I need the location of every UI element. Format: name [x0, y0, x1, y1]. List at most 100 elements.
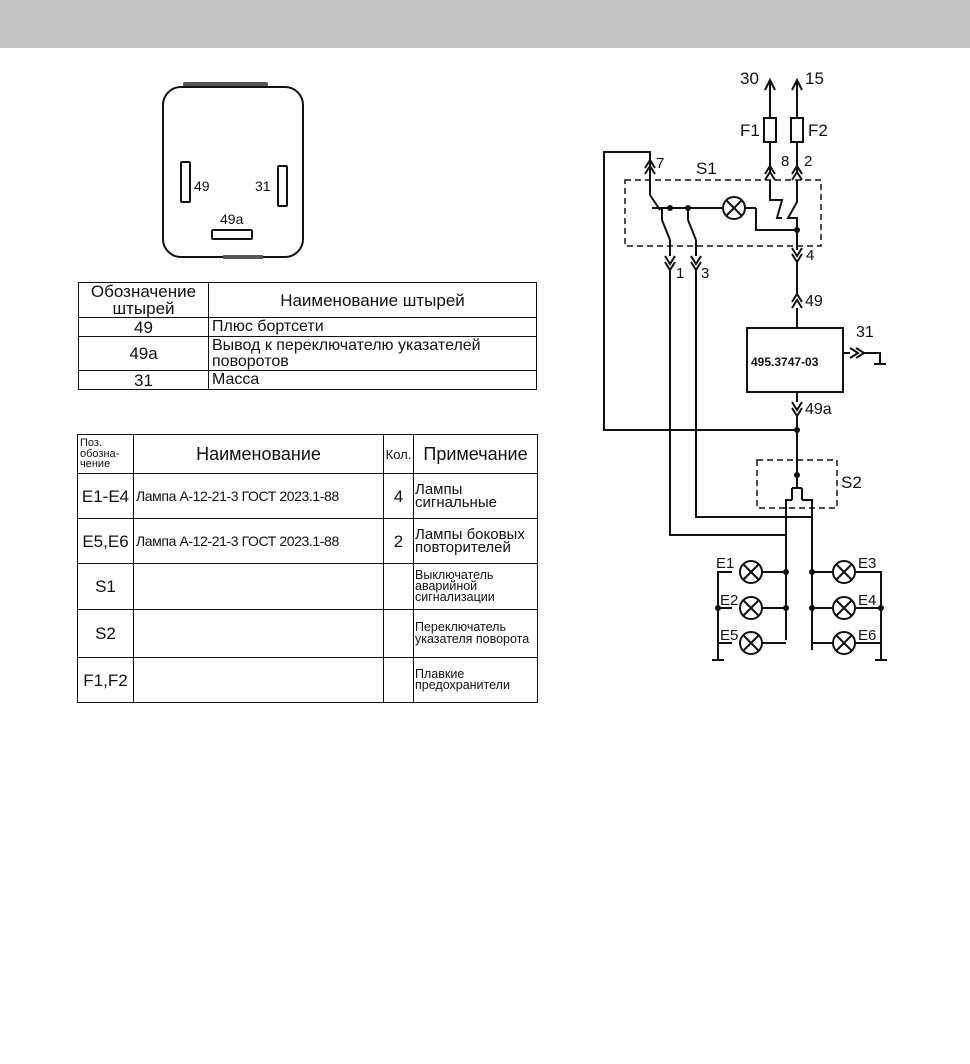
relay-connector-view: 49 31 49a [162, 82, 304, 259]
connector-3 [690, 255, 702, 272]
lamp-e3-icon [832, 560, 856, 584]
fuse-f2-label: F2 [808, 121, 828, 140]
table-row: 49а Вывод к переключателю указателей пов… [78, 336, 537, 371]
s1-pin2-path [786, 180, 798, 250]
part-qty-cell [383, 657, 414, 703]
part-note-cell: Плавкие предохранители [413, 657, 538, 703]
connector-8 [764, 164, 776, 181]
lamp-e5-icon [739, 631, 763, 655]
pin-name-cell: Масса [208, 370, 537, 390]
part-qty-cell [383, 609, 414, 658]
wire-pin7-loop [603, 151, 797, 431]
connector-2 [791, 164, 803, 181]
wire-pin3 [695, 270, 812, 518]
part-pos-cell: S1 [77, 563, 134, 610]
s2-left-output [785, 499, 792, 535]
s1-pin-2-label: 2 [804, 153, 812, 170]
s1-pin-4-label: 4 [806, 247, 814, 264]
right-bank-returns [856, 571, 882, 660]
parts-table-header: Поз. обозна-чение Наименование Кол. Прим… [77, 434, 538, 474]
s1-lamp-return [755, 208, 797, 231]
relay-pin-31-label: 31 [255, 178, 271, 194]
relay-31-label: 31 [856, 324, 874, 341]
top-gray-bar [0, 0, 970, 48]
part-pos-cell: S2 [77, 609, 134, 658]
lamp-e5-label: E5 [720, 627, 738, 644]
terminal-30-label: 30 [740, 69, 759, 88]
part-name-cell: Лампа А-12-21-3 ГОСТ 2023.1-88 [133, 518, 384, 564]
connector-1 [664, 255, 676, 272]
part-pos-cell: E1-E4 [77, 473, 134, 519]
s1-pin-3-label: 3 [701, 265, 709, 282]
left-lamp-feed [757, 534, 787, 640]
table-row: E1-E4 Лампа А-12-21-3 ГОСТ 2023.1-88 4 Л… [77, 473, 538, 519]
terminal-30-arrow [764, 77, 776, 91]
part-pos-cell: F1,F2 [77, 657, 134, 703]
relay-pin-49-terminal [180, 161, 191, 203]
lamp-e6-icon [832, 631, 856, 655]
fuse-f1-label: F1 [740, 121, 760, 140]
pin-name-cell: Вывод к переключателю указателей поворот… [208, 336, 537, 371]
s2-label: S2 [841, 473, 862, 492]
part-name-cell [133, 657, 384, 703]
lamp-e2-label: E2 [720, 592, 738, 609]
relay-pin-31-terminal [277, 165, 288, 207]
table-row: S1 Выключатель аварийной сигнализации [77, 563, 538, 610]
part-qty-cell [383, 563, 414, 610]
parts-header-name: Наименование [133, 434, 384, 474]
pin-cell: 49а [78, 336, 209, 371]
table-row: F1,F2 Плавкие предохранители [77, 657, 538, 703]
left-bank-returns [717, 571, 732, 660]
part-name-cell [133, 609, 384, 658]
fuse-f2-symbol [790, 117, 804, 143]
s1-pin-8-label: 8 [781, 153, 789, 170]
part-name-cell [133, 563, 384, 610]
relay-49-label: 49 [805, 293, 823, 310]
connector-49a [791, 401, 803, 418]
part-note-cell: Лампы боковых повторителей [413, 518, 538, 564]
table-row: E5,E6 Лампа А-12-21-3 ГОСТ 2023.1-88 2 Л… [77, 518, 538, 564]
connector-7 [644, 158, 656, 175]
connector-4 [791, 247, 803, 264]
relay-model-label: 495.3747-03 [751, 355, 819, 369]
lamp-e4-icon [832, 596, 856, 620]
s1-pin-1-label: 1 [676, 265, 684, 282]
ground-31 [864, 352, 886, 365]
pin-name-cell: Плюс бортсети [208, 317, 537, 337]
relay-block [746, 327, 844, 393]
right-bank-feeds [812, 571, 833, 644]
part-qty-cell: 4 [383, 473, 414, 519]
part-note-cell: Переключатель указателя поворота [413, 609, 538, 658]
relay-pin-49a-label: 49a [220, 211, 244, 227]
s1-label: S1 [696, 159, 717, 178]
lamp-e1-label: E1 [716, 555, 734, 572]
pins-header-name: Наименование штырей [208, 282, 537, 318]
relay-pin-49a-terminal [211, 229, 253, 240]
wire-pin1 [669, 270, 757, 536]
s1-thermo-contact [769, 180, 784, 219]
parts-header-note: Примечание [413, 434, 538, 474]
parts-table: Поз. обозна-чение Наименование Кол. Прим… [77, 434, 538, 703]
terminal-15-arrow [791, 77, 803, 91]
s1-indicator-lamp-icon [722, 196, 746, 220]
s2-switch-box [756, 459, 838, 509]
part-qty-cell: 2 [383, 518, 414, 564]
lamp-e6-label: E6 [858, 627, 876, 644]
table-row: S2 Переключатель указателя поворота [77, 609, 538, 658]
lamp-e2-icon [739, 596, 763, 620]
fuse-f1-symbol [763, 117, 777, 143]
lamp-e1-icon [739, 560, 763, 584]
table-row: 31 Масса [78, 370, 537, 390]
part-pos-cell: E5,E6 [77, 518, 134, 564]
s1-pin-7-label: 7 [656, 155, 664, 172]
pin-cell: 49 [78, 317, 209, 337]
s1-switch-box [624, 179, 822, 247]
s2-right-output [802, 499, 813, 650]
relay-pin-49-label: 49 [194, 178, 210, 194]
lamp-e4-label: E4 [858, 592, 876, 609]
part-note-cell: Выключатель аварийной сигнализации [413, 563, 538, 610]
pins-header-designation: Обозначение штырей [78, 282, 209, 318]
connector-49 [791, 292, 803, 309]
pins-table-header: Обозначение штырей Наименование штырей [78, 282, 537, 318]
terminal-15-label: 15 [805, 69, 824, 88]
